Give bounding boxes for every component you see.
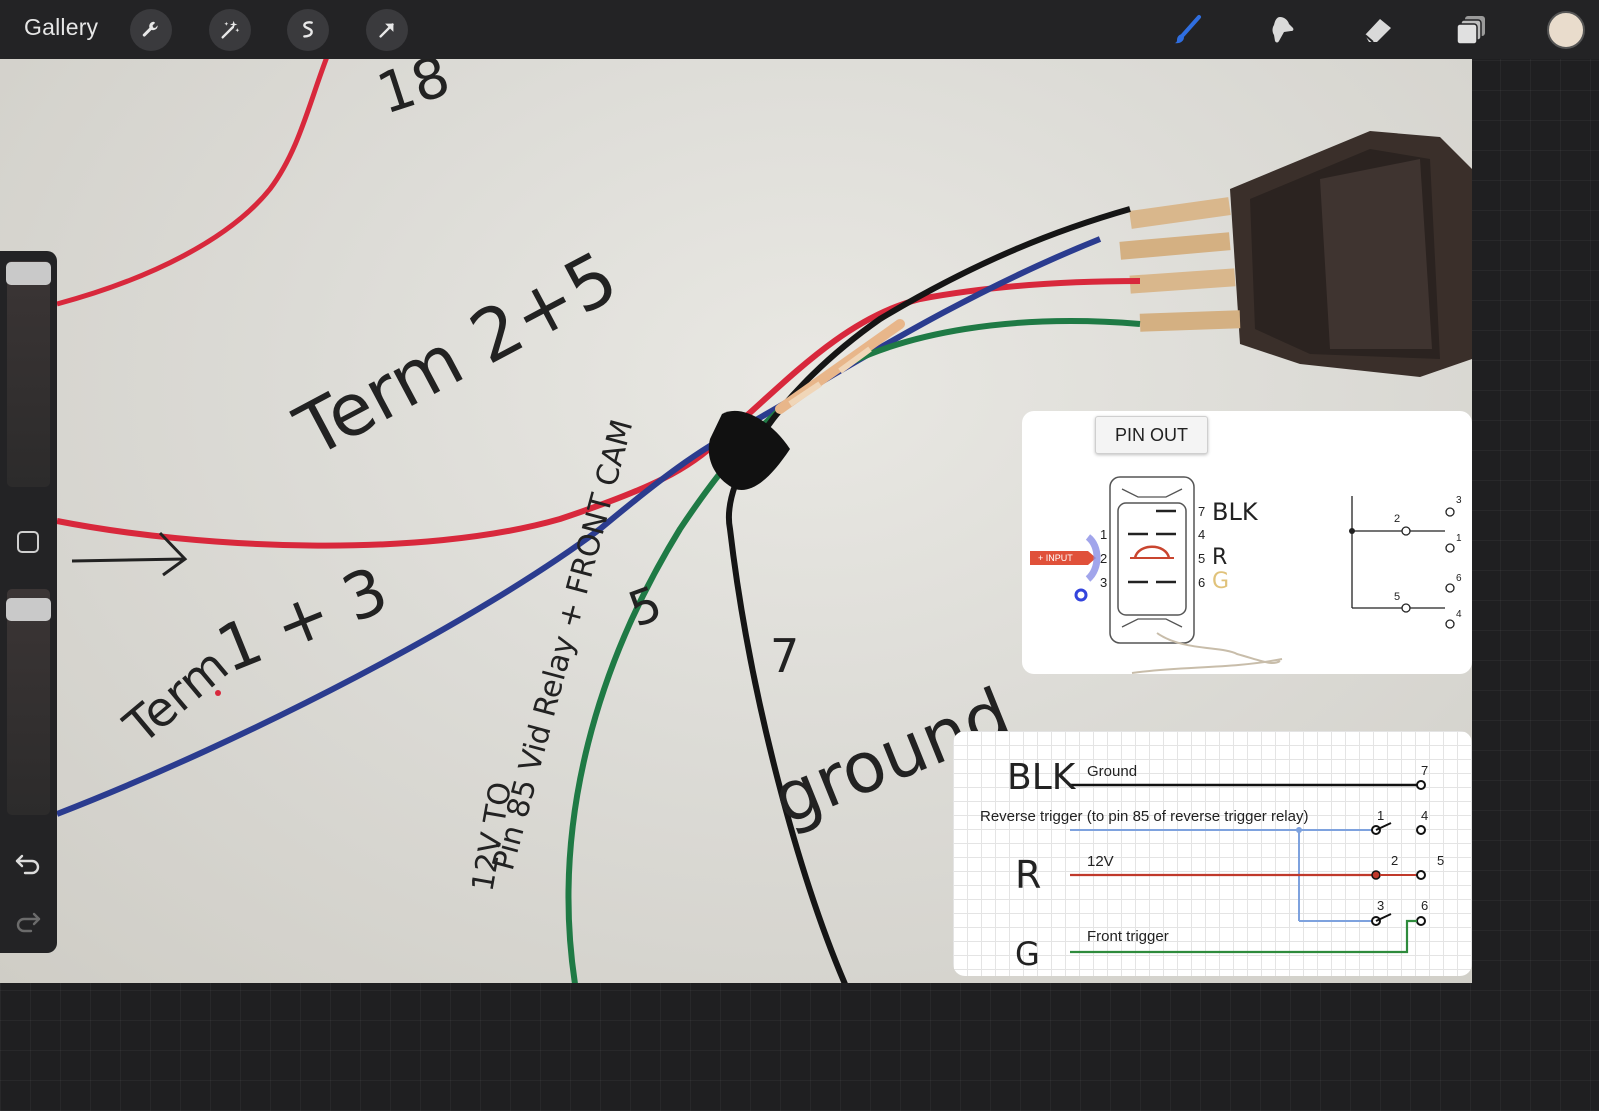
handwriting-7: 7 bbox=[770, 629, 800, 683]
wiring-ground-label: Ground bbox=[1087, 763, 1138, 780]
pinout-left-pin-3: 3 bbox=[1100, 575, 1108, 590]
drawing-canvas[interactable]: 18 Term 2+5 Term 1 + 3 Pin 85 Vid Relay … bbox=[0, 59, 1472, 983]
cable-tie bbox=[708, 410, 790, 490]
wiring-reverse-label: Reverse trigger (to pin 85 of reverse tr… bbox=[980, 808, 1309, 825]
wiring-pin-5: 5 bbox=[1437, 853, 1445, 868]
selection-button[interactable] bbox=[287, 9, 329, 51]
wiring-front-label: Front trigger bbox=[1087, 928, 1169, 945]
pinout-right-pin-4: 4 bbox=[1198, 527, 1206, 542]
magic-wand-icon bbox=[221, 20, 240, 39]
smudge-icon bbox=[1272, 17, 1294, 43]
schematic-pin-5: 5 bbox=[1394, 591, 1401, 603]
undo-button[interactable] bbox=[13, 847, 43, 877]
redo-button[interactable] bbox=[13, 905, 43, 935]
pinout-title: PIN OUT bbox=[1095, 416, 1208, 454]
pinout-blk-label: BLK bbox=[1212, 498, 1258, 526]
wiring-blk-label: BLK bbox=[1007, 757, 1076, 798]
wiring-photo bbox=[55, 59, 1472, 983]
transform-button[interactable] bbox=[366, 9, 408, 51]
input-tag-label: + INPUT bbox=[1038, 553, 1073, 563]
wiring-g-label: G bbox=[1015, 935, 1040, 973]
pinout-right-pin-6: 6 bbox=[1198, 575, 1206, 590]
brush-size-thumb[interactable] bbox=[6, 262, 51, 285]
wiring-pin-6: 6 bbox=[1421, 898, 1429, 913]
wiring-pin-2: 2 bbox=[1391, 853, 1399, 868]
wiring-pin-7: 7 bbox=[1421, 763, 1429, 778]
brush-icon bbox=[1174, 15, 1201, 44]
eraser-icon bbox=[1364, 19, 1391, 43]
pinout-left-pin-1: 1 bbox=[1100, 527, 1108, 542]
modify-button[interactable] bbox=[17, 531, 39, 553]
wiring-12v-label: 12V bbox=[1087, 853, 1114, 870]
layers-button[interactable] bbox=[1452, 10, 1492, 50]
wiring-pin-4: 4 bbox=[1421, 808, 1429, 823]
wiring-diagram-card: BLK R G Ground Reverse trigger (to pin 8… bbox=[953, 731, 1472, 976]
pinout-right-pin-7: 7 bbox=[1198, 504, 1206, 519]
rocker-switch bbox=[1119, 131, 1472, 377]
wiring-diagram bbox=[1070, 780, 1426, 954]
wiring-pin-1: 1 bbox=[1377, 808, 1385, 823]
adjustments-button[interactable] bbox=[209, 9, 251, 51]
schematic-pin-6: 6 bbox=[1456, 573, 1462, 584]
smudge-button[interactable] bbox=[1263, 10, 1303, 50]
blue-wire bbox=[55, 236, 1102, 817]
top-toolbar: Gallery bbox=[0, 0, 1599, 59]
color-picker-button[interactable] bbox=[1547, 11, 1585, 49]
pinout-g-label: G bbox=[1212, 569, 1230, 594]
eraser-button[interactable] bbox=[1358, 10, 1398, 50]
brush-sidebar bbox=[0, 251, 57, 953]
schematic-pin-2: 2 bbox=[1394, 513, 1401, 525]
opacity-slider[interactable] bbox=[7, 589, 50, 815]
transform-arrow-icon bbox=[379, 23, 394, 38]
pinout-diagram bbox=[1030, 476, 1455, 674]
schematic-pin-3: 3 bbox=[1456, 495, 1462, 506]
undo-icon bbox=[15, 854, 40, 875]
redo-icon bbox=[16, 912, 41, 933]
red-wire-top bbox=[56, 59, 329, 307]
wiring-pin-3: 3 bbox=[1377, 898, 1385, 913]
schematic-pin-4: 4 bbox=[1456, 609, 1462, 620]
gallery-button[interactable]: Gallery bbox=[24, 14, 99, 40]
actions-button[interactable] bbox=[130, 9, 172, 51]
brush-button[interactable] bbox=[1168, 10, 1208, 50]
layers-icon bbox=[1456, 16, 1485, 45]
wrench-icon bbox=[142, 21, 158, 37]
selection-icon bbox=[303, 21, 313, 38]
pinout-r-label: R bbox=[1212, 545, 1228, 570]
pinout-left-pin-2: 2 bbox=[1100, 551, 1108, 566]
brush-size-slider[interactable] bbox=[7, 261, 50, 487]
wiring-r-label: R bbox=[1015, 853, 1042, 897]
pinout-card: PIN OUT bbox=[1022, 411, 1472, 674]
opacity-thumb[interactable] bbox=[6, 598, 51, 621]
schematic-pin-1: 1 bbox=[1456, 533, 1462, 544]
pinout-right-pin-5: 5 bbox=[1198, 551, 1206, 566]
